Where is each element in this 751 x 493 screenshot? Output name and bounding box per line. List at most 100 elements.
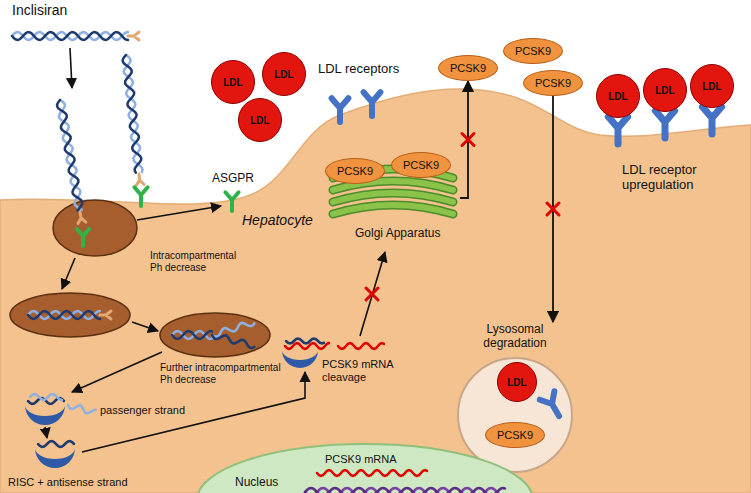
antisense-strand (286, 339, 324, 344)
hepatocyte-cell (0, 89, 751, 493)
pcsk9-protein: PCSK9 (325, 158, 385, 184)
ldl-particle: LDL (211, 60, 255, 104)
node-text: PCSK9 (515, 45, 551, 57)
sirna-sense-strand (28, 311, 100, 319)
sirna-antisense-strand (123, 55, 142, 173)
node-text: PCSK9 (535, 77, 571, 89)
arrow (72, 352, 162, 392)
pcsk9-mrna (317, 470, 427, 476)
ldl-particle: LDL (238, 98, 282, 142)
asgpr-receptor (225, 192, 238, 211)
node-text: LDL (608, 91, 627, 102)
cross-stroke (547, 203, 559, 215)
label: ASGPR (212, 172, 254, 186)
arrow (70, 48, 72, 88)
pcsk9-protein: PCSK9 (391, 152, 451, 178)
endosome (53, 200, 137, 256)
pcsk9-protein: PCSK9 (503, 38, 563, 64)
node-text: LDL (702, 81, 721, 92)
arrow (62, 258, 75, 289)
golgi-apparatus: Golgi ApparatusPCSK9PCSK9 (325, 148, 460, 248)
dna-strand (305, 488, 505, 493)
galnac-ligand (128, 32, 139, 40)
golgi-cisterna (333, 205, 453, 214)
block-cross (547, 203, 559, 215)
asgpr-receptor (77, 229, 89, 246)
dna-strand (305, 488, 505, 493)
node-text: LDL (223, 77, 242, 88)
pcsk9-protein: PCSK9 (485, 422, 545, 448)
label: LDL receptors (318, 62, 399, 77)
cross-stroke (462, 134, 474, 146)
sirna-antisense-strand (12, 32, 128, 40)
node-text: Lysosomal degradation (470, 322, 560, 351)
node-text: LDL (655, 85, 674, 96)
cleaved-mrna (338, 343, 384, 349)
node-text: PCSK9 (337, 165, 373, 177)
label: Inclisiran (12, 2, 67, 18)
golgi-cisterna (333, 205, 453, 214)
ldl-particle: LDL (262, 52, 306, 96)
ldl-particle: LDL (497, 362, 537, 402)
cross-stroke (547, 203, 559, 215)
node-text: LDL (507, 377, 526, 388)
label: LDL receptor upregulation (622, 163, 727, 193)
ldl-particle: LDL (690, 64, 734, 108)
nucleus: PCSK9 mRNA Nucleus (195, 440, 535, 493)
label: Hepatocyte (242, 212, 313, 228)
endosome (10, 293, 130, 337)
block-cross (366, 288, 378, 300)
node-text: PCSK9 (450, 62, 486, 74)
risc-complex (25, 405, 65, 425)
galnac-ligand (135, 174, 144, 186)
label: Further intracompartmental Ph decrease (160, 362, 295, 385)
pcsk9-protein: PCSK9 (438, 55, 498, 81)
arrow (137, 206, 221, 220)
label: Intracompartmental Ph decrease (150, 250, 250, 273)
cross-stroke (462, 134, 474, 146)
node-text: LDL (250, 115, 269, 126)
lysosome-membrane (458, 358, 572, 472)
ldl-particle: LDL (596, 74, 640, 118)
passenger-strand (30, 394, 62, 400)
label: RISC + antisense strand (8, 476, 128, 489)
sirna-sense-strand (12, 32, 128, 40)
antisense-strand (38, 441, 74, 447)
asgpr-receptor (134, 187, 147, 206)
sirna-antisense-strand (28, 311, 100, 319)
node-text: Nucleus (235, 475, 278, 489)
arrow (132, 322, 158, 331)
sirna-antisense-strand (172, 331, 212, 339)
cleaved-mrna (285, 343, 329, 349)
ldl-particle: LDL (643, 68, 687, 112)
node-text: Golgi Apparatus (355, 226, 440, 240)
pcsk9-protein: PCSK9 (523, 70, 583, 96)
arrow (45, 427, 47, 438)
sirna-antisense-strand (57, 100, 82, 211)
risc-complex (35, 448, 75, 468)
nuclear-envelope (197, 444, 533, 493)
node-text: PCSK9 mRNA (325, 453, 397, 465)
ldl-receptor (540, 391, 566, 420)
galnac-ligand (76, 211, 86, 223)
node-text: PCSK9 (403, 159, 439, 171)
risc-complex (282, 350, 318, 368)
node-text: LDL (274, 69, 293, 80)
arrow (360, 252, 385, 336)
passenger-strand (68, 405, 96, 413)
ldl-receptor (332, 98, 349, 122)
ldl-receptor (702, 107, 721, 134)
block-cross (462, 134, 474, 146)
endosome (160, 313, 270, 357)
ldl-receptor (608, 117, 627, 144)
sirna-sense-strand (172, 331, 212, 339)
label: passenger strand (100, 404, 185, 417)
galnac-ligand (100, 311, 111, 319)
antisense-strand (212, 335, 254, 348)
label: PCSK9 mRNA cleavage (322, 358, 397, 383)
node-text: PCSK9 (497, 429, 533, 441)
passenger-strand (212, 323, 254, 337)
ldl-receptor (364, 92, 381, 116)
ldl-receptor (655, 111, 674, 138)
